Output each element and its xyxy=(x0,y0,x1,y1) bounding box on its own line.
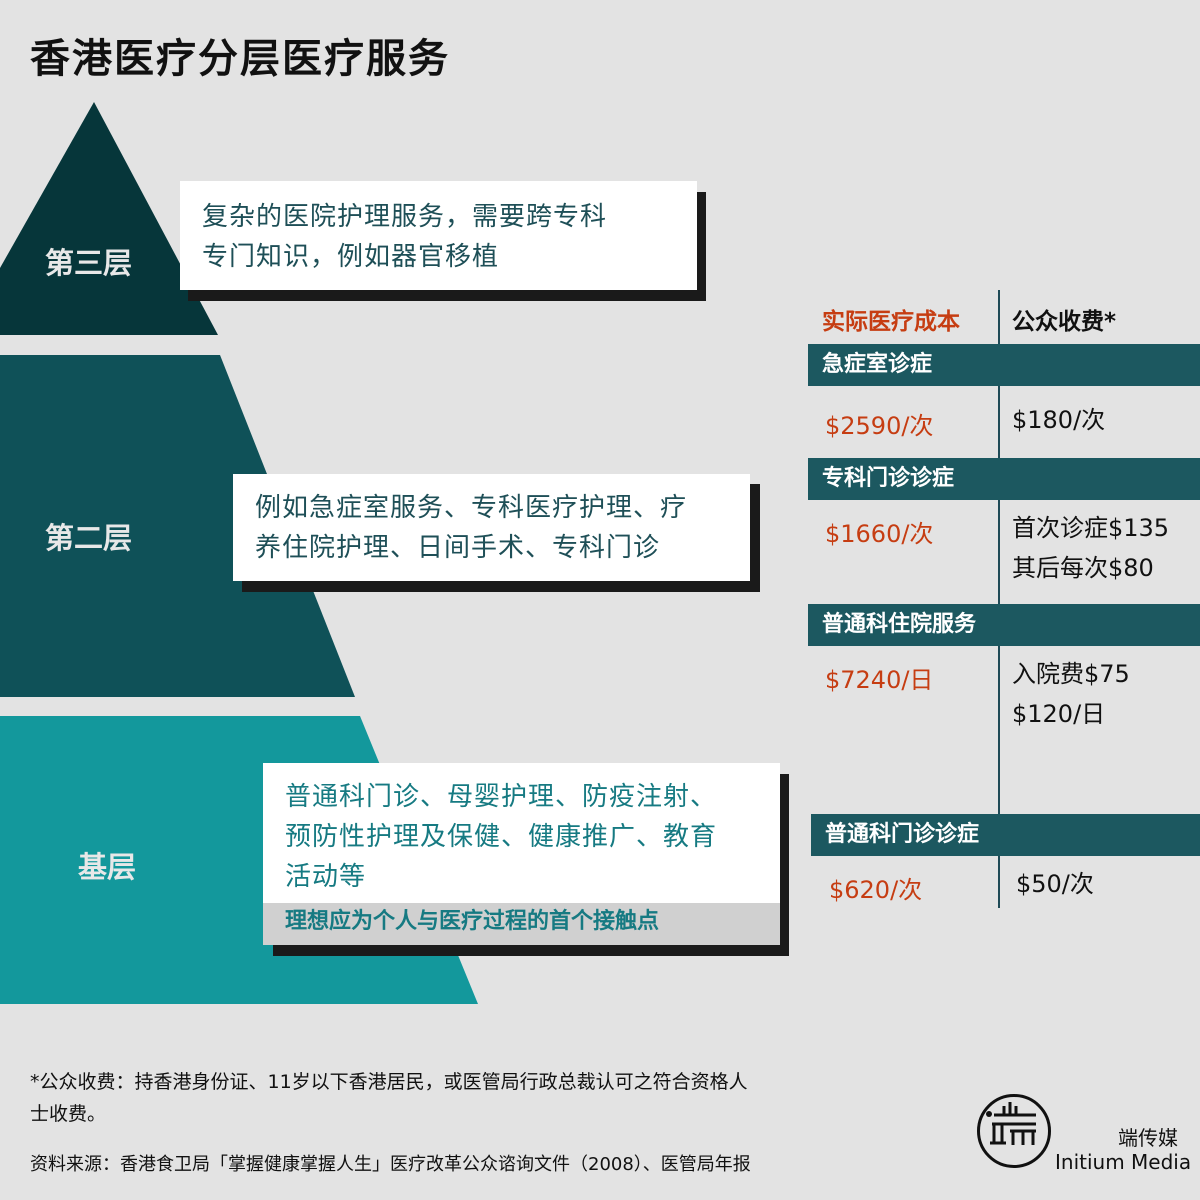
cost-er: $2590/次 xyxy=(825,412,934,440)
header-cost: 实际医疗成本 xyxy=(822,309,960,335)
table-divider xyxy=(998,290,1000,908)
header-fee: 公众收费* xyxy=(1012,309,1117,335)
tier-label-top: 第三层 xyxy=(45,246,133,280)
category-band-er: 急症室诊症 xyxy=(808,344,1200,386)
desc-base-note: 理想应为个人与医疗过程的首个接触点 xyxy=(263,903,780,945)
source-note: 资料来源：香港食卫局「掌握健康掌握人生」医疗改革公众谘询文件（2008）、医管局… xyxy=(30,1154,751,1175)
desc-mid-text: 例如急症室服务、专科医疗护理、疗 养住院护理、日间手术、专科门诊 xyxy=(255,493,688,563)
fee-gop: $50/次 xyxy=(1016,870,1094,898)
cost-inpatient: $7240/日 xyxy=(825,666,934,694)
desc-mid-box: 例如急症室服务、专科医疗护理、疗 养住院护理、日间手术、专科门诊 xyxy=(233,474,750,581)
desc-top-box: 复杂的医院护理服务，需要跨专科 专门知识，例如器官移植 xyxy=(180,181,697,290)
cost-specialist: $1660/次 xyxy=(825,520,934,548)
fee-er: $180/次 xyxy=(1012,406,1106,434)
desc-base-text: 普通科门诊、母婴护理、防疫注射、 预防性护理及保健、健康推广、教育 活动等 xyxy=(285,782,718,892)
initium-logo-icon xyxy=(977,1094,1051,1168)
tier-label-mid: 第二层 xyxy=(45,521,133,555)
footnote-line-2: 士收费。 xyxy=(30,1103,107,1125)
page-title: 香港医疗分层医疗服务 xyxy=(30,36,450,82)
category-band-specialist: 专科门诊诊症 xyxy=(808,458,1200,500)
fee-inpatient-daily: $120/日 xyxy=(1012,700,1106,728)
desc-top-text: 复杂的医院护理服务，需要跨专科 专门知识，例如器官移植 xyxy=(202,202,608,272)
fee-inpatient-admission: 入院费$75 xyxy=(1012,660,1130,688)
initium-logo-glyph xyxy=(986,1102,1036,1145)
fee-specialist-after: 其后每次$80 xyxy=(1012,554,1154,582)
footnote-line-1: *公众收费：持香港身份证、11岁以下香港居民，或医管局行政总裁认可之符合资格人 xyxy=(30,1071,748,1093)
logo-text-en: Initium Media xyxy=(1055,1150,1192,1174)
desc-base-box: 普通科门诊、母婴护理、防疫注射、 预防性护理及保健、健康推广、教育 活动等 xyxy=(263,763,780,903)
tier-top-shape xyxy=(0,102,218,335)
tier-mid-shape xyxy=(0,355,355,697)
category-band-gop: 普通科门诊诊症 xyxy=(811,814,1200,856)
logo-text-cn: 端传媒 xyxy=(1118,1126,1178,1150)
cost-gop: $620/次 xyxy=(829,876,923,904)
fee-specialist-first: 首次诊症$135 xyxy=(1012,514,1170,542)
tier-label-base: 基层 xyxy=(78,850,137,884)
category-band-inpatient: 普通科住院服务 xyxy=(808,604,1200,646)
